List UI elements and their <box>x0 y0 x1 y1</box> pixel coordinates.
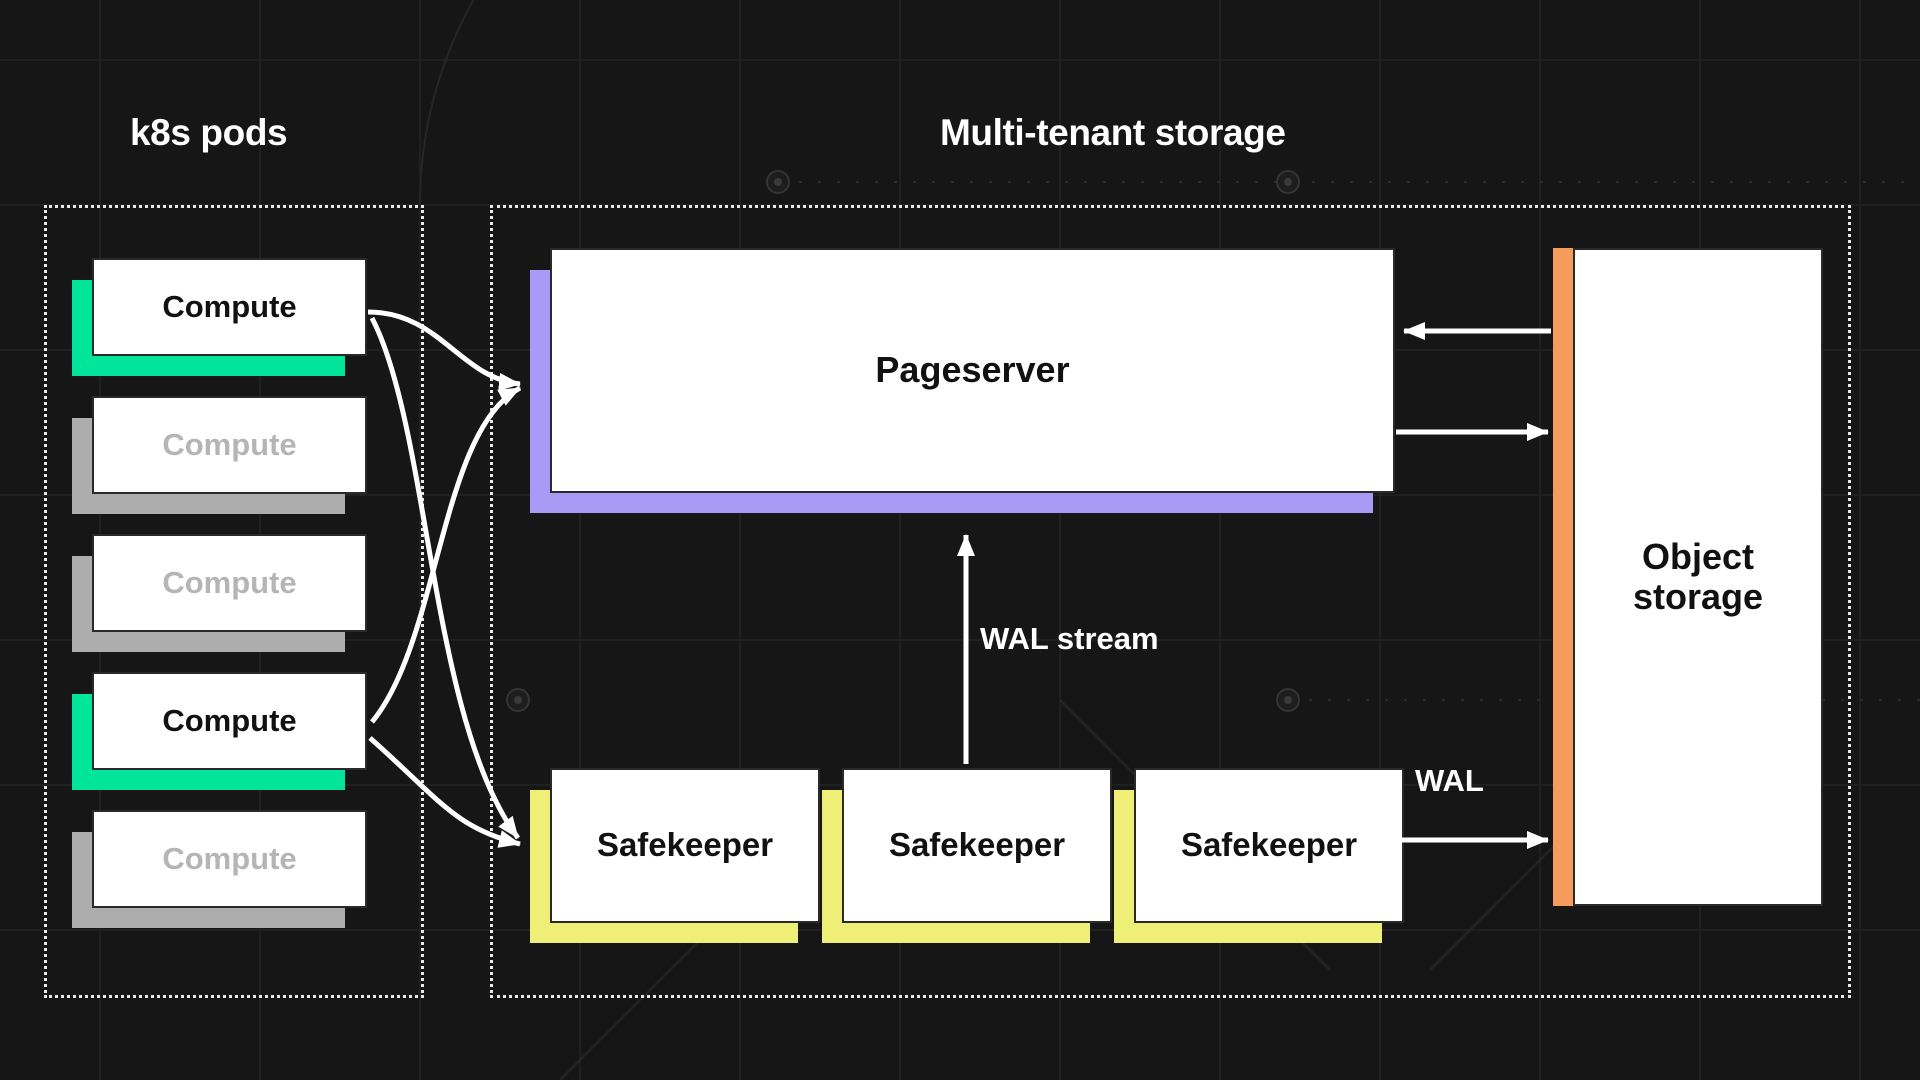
object-storage-label-line1: Object <box>1641 535 1754 577</box>
edge-label-wal: WAL <box>1415 763 1484 798</box>
compute-node-3-accent-shadow <box>72 534 367 652</box>
object-storage-node[interactable]: Object storage <box>1553 248 1823 926</box>
safekeeper-node-1-label: Safekeeper <box>550 768 820 923</box>
compute-node-1-label: Compute <box>92 258 367 356</box>
edge-label-wal-stream: WAL stream <box>980 621 1159 656</box>
compute-node-4[interactable]: Compute <box>72 672 367 790</box>
compute-node-3[interactable]: Compute <box>72 534 367 652</box>
safekeeper-node-1[interactable]: Safekeeper <box>530 768 820 943</box>
section-title-multi-tenant-storage: Multi-tenant storage <box>940 112 1286 153</box>
compute-node-3-label: Compute <box>92 534 367 632</box>
safekeeper-node-3[interactable]: Safekeeper <box>1114 768 1404 943</box>
pageserver-label: Pageserver <box>550 248 1395 493</box>
compute-node-2[interactable]: Compute <box>72 396 367 514</box>
compute-node-2-accent-shadow <box>72 396 367 514</box>
compute-node-5-accent-shadow <box>72 810 367 928</box>
compute-node-4-label: Compute <box>92 672 367 770</box>
object-storage-label-line2: storage <box>1632 576 1764 617</box>
compute-node-1[interactable]: Compute <box>72 258 367 376</box>
object-storage-label: Object storage <box>1573 248 1823 906</box>
safekeeper-node-3-label: Safekeeper <box>1134 768 1404 923</box>
compute-node-2-label: Compute <box>92 396 367 494</box>
safekeeper-node-2-accent-shadow <box>822 768 1112 943</box>
compute-node-1-accent-shadow <box>72 258 367 376</box>
safekeeper-node-2[interactable]: Safekeeper <box>822 768 1112 943</box>
section-title-k8s-pods: k8s pods <box>130 112 288 153</box>
compute-node-5-label: Compute <box>92 810 367 908</box>
safekeeper-node-2-label: Safekeeper <box>842 768 1112 923</box>
compute-node-5[interactable]: Compute <box>72 810 367 928</box>
pageserver-node[interactable]: Pageserver <box>530 248 1395 513</box>
